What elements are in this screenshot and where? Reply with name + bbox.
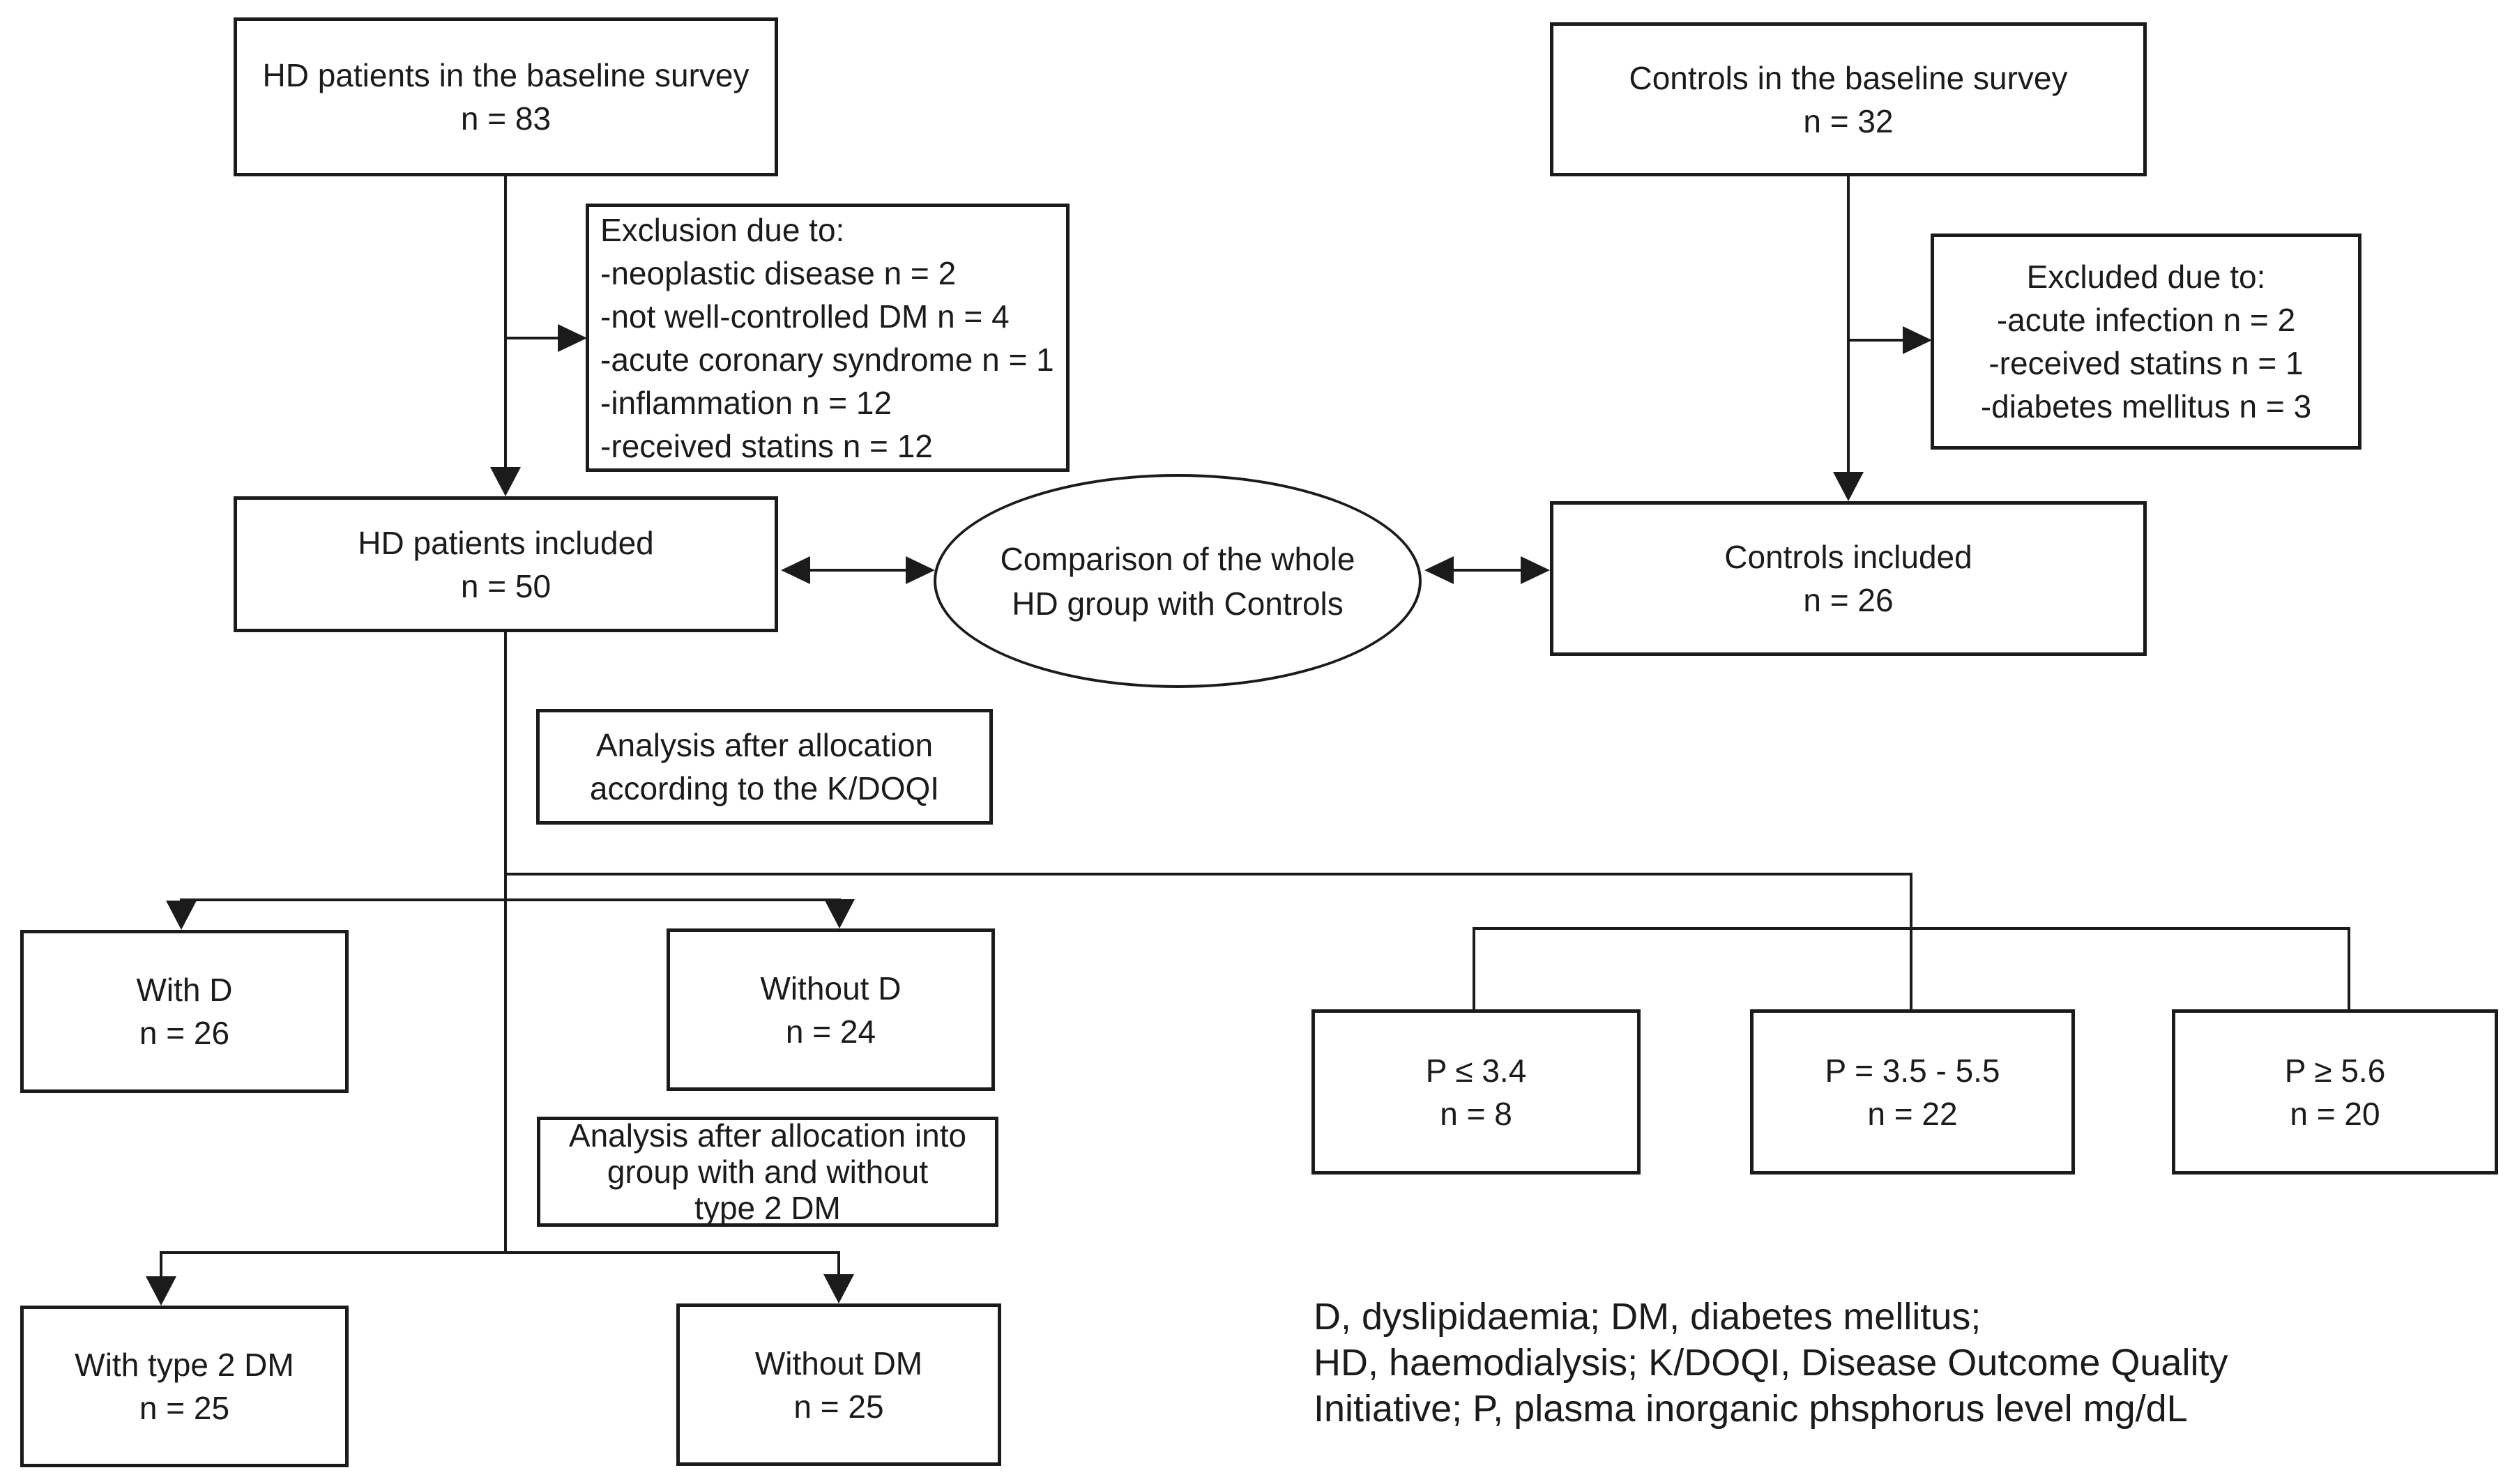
node-count: n = 26 [139, 1015, 230, 1051]
connector-d-branch [180, 898, 841, 901]
node-title: P ≥ 5.6 [2284, 1052, 2386, 1089]
node-controls-included: Controls included n = 26 [1550, 501, 2147, 656]
connector-p-low-drop [1473, 927, 1475, 1009]
arrowhead-into-without-dm [823, 1274, 854, 1303]
node-title: Controls in the baseline survey [1629, 59, 2068, 96]
connector-without-dm-stub [837, 1251, 840, 1279]
connector-to-controls-exclusion [1848, 339, 1906, 342]
node-controls-exclusion: Excluded due to: -acute infection n = 2 … [1931, 234, 2361, 450]
connector-p-branch [504, 873, 1912, 875]
connector-controls-baseline-down [1847, 176, 1850, 475]
node-title: P ≤ 3.4 [1425, 1052, 1527, 1089]
arrowhead-into-hd-included [490, 467, 521, 496]
node-with-dm: With type 2 DM n = 25 [20, 1306, 349, 1467]
abbreviation-legend: D, dyslipidaemia; DM, diabetes mellitus;… [1314, 1294, 2457, 1432]
node-dm-analysis: Analysis after allocation into group wit… [537, 1117, 998, 1227]
exclusion-item: -received statins n = 12 [600, 427, 933, 464]
node-count: n = 20 [2290, 1095, 2380, 1132]
node-title: HD group with Controls [1012, 585, 1344, 622]
exclusion-item: -acute coronary syndrome n = 1 [600, 341, 1054, 378]
node-title: Exclusion due to: [600, 211, 845, 248]
exclusion-item: -neoplastic disease n = 2 [600, 254, 957, 291]
arrowhead-into-with-d [166, 901, 197, 930]
connector-hd-comparison [805, 569, 910, 572]
node-title: Without D [760, 970, 902, 1007]
arrowhead-toward-controls-included [1521, 556, 1550, 584]
node-title: With D [136, 972, 233, 1008]
arrowhead-toward-comparison-left [906, 556, 935, 584]
exclusion-item: -diabetes mellitus n = 3 [1980, 388, 2312, 424]
node-count: n = 26 [1803, 582, 1894, 618]
legend-line: D, dyslipidaemia; DM, diabetes mellitus; [1314, 1296, 1982, 1338]
connector-p-mid-drop [1910, 927, 1912, 1009]
node-controls-baseline: Controls in the baseline survey n = 32 [1550, 22, 2147, 176]
node-title: Comparison of the whole [1000, 540, 1355, 577]
node-hd-included: HD patients included n = 50 [234, 496, 778, 632]
node-title: type 2 DM [694, 1190, 841, 1226]
node-title: Without DM [754, 1345, 923, 1382]
arrowhead-into-controls-included [1833, 472, 1864, 501]
arrowhead-into-without-d [824, 899, 855, 928]
node-title: P = 3.5 - 5.5 [1825, 1052, 2000, 1089]
node-title: Analysis after allocation [595, 727, 934, 763]
node-title: group with and without [607, 1154, 929, 1190]
node-count: n = 25 [139, 1390, 230, 1426]
node-count: n = 24 [785, 1013, 876, 1050]
node-hd-exclusion: Exclusion due to: -neoplastic disease n … [586, 204, 1070, 472]
connector-p-branch-drop [1910, 873, 1912, 930]
node-title: With type 2 DM [75, 1347, 294, 1383]
node-count: n = 8 [1440, 1095, 1512, 1132]
node-p-low: P ≤ 3.4 n = 8 [1311, 1009, 1641, 1175]
exclusion-item: -acute infection n = 2 [1996, 302, 2296, 338]
exclusion-item: -inflammation n = 12 [600, 384, 892, 421]
connector-to-hd-exclusion [505, 337, 561, 339]
exclusion-item: -received statins n = 1 [1988, 345, 2304, 381]
exclusion-item: -not well-controlled DM n = 4 [600, 298, 1010, 335]
node-without-dm: Without DM n = 25 [676, 1303, 1001, 1466]
node-without-d: Without D n = 24 [667, 928, 995, 1091]
connector-hd-baseline-down [504, 176, 507, 470]
connector-p-high-drop [2348, 927, 2350, 1009]
connector-main-stem [504, 632, 507, 1254]
node-title: Controls included [1724, 539, 1972, 575]
node-title: Analysis after allocation into [568, 1117, 967, 1154]
connector-comparison-controls [1449, 569, 1526, 572]
connector-dm-branch [160, 1251, 840, 1254]
legend-line: HD, haemodialysis; K/DOQI, Disease Outco… [1314, 1342, 2228, 1384]
node-count: n = 83 [460, 100, 552, 137]
node-count: n = 32 [1803, 102, 1894, 139]
arrowhead-into-controls-exclusion [1903, 326, 1932, 354]
node-p-mid: P = 3.5 - 5.5 n = 22 [1750, 1009, 2075, 1175]
node-title: Excluded due to: [2026, 259, 2266, 295]
node-hd-baseline: HD patients in the baseline survey n = 8… [234, 17, 778, 176]
node-title: according to the K/DOQI [589, 770, 940, 806]
connector-with-dm-stub [160, 1251, 162, 1280]
node-title: HD patients included [358, 524, 654, 561]
node-with-d: With D n = 26 [20, 930, 349, 1093]
node-count: n = 50 [460, 567, 552, 604]
node-count: n = 22 [1867, 1095, 1958, 1132]
legend-line: Initiative; P, plasma inorganic phsphoru… [1314, 1388, 2188, 1430]
node-comparison-ellipse: Comparison of the whole HD group with Co… [934, 474, 1422, 688]
node-p-high: P ≥ 5.6 n = 20 [2172, 1009, 2498, 1175]
arrowhead-into-hd-exclusion [558, 324, 587, 352]
node-title: HD patients in the baseline survey [262, 57, 750, 93]
arrowhead-into-with-dm [146, 1276, 176, 1306]
node-kdoqi-analysis: Analysis after allocation according to t… [536, 709, 993, 825]
node-count: n = 25 [793, 1388, 884, 1425]
